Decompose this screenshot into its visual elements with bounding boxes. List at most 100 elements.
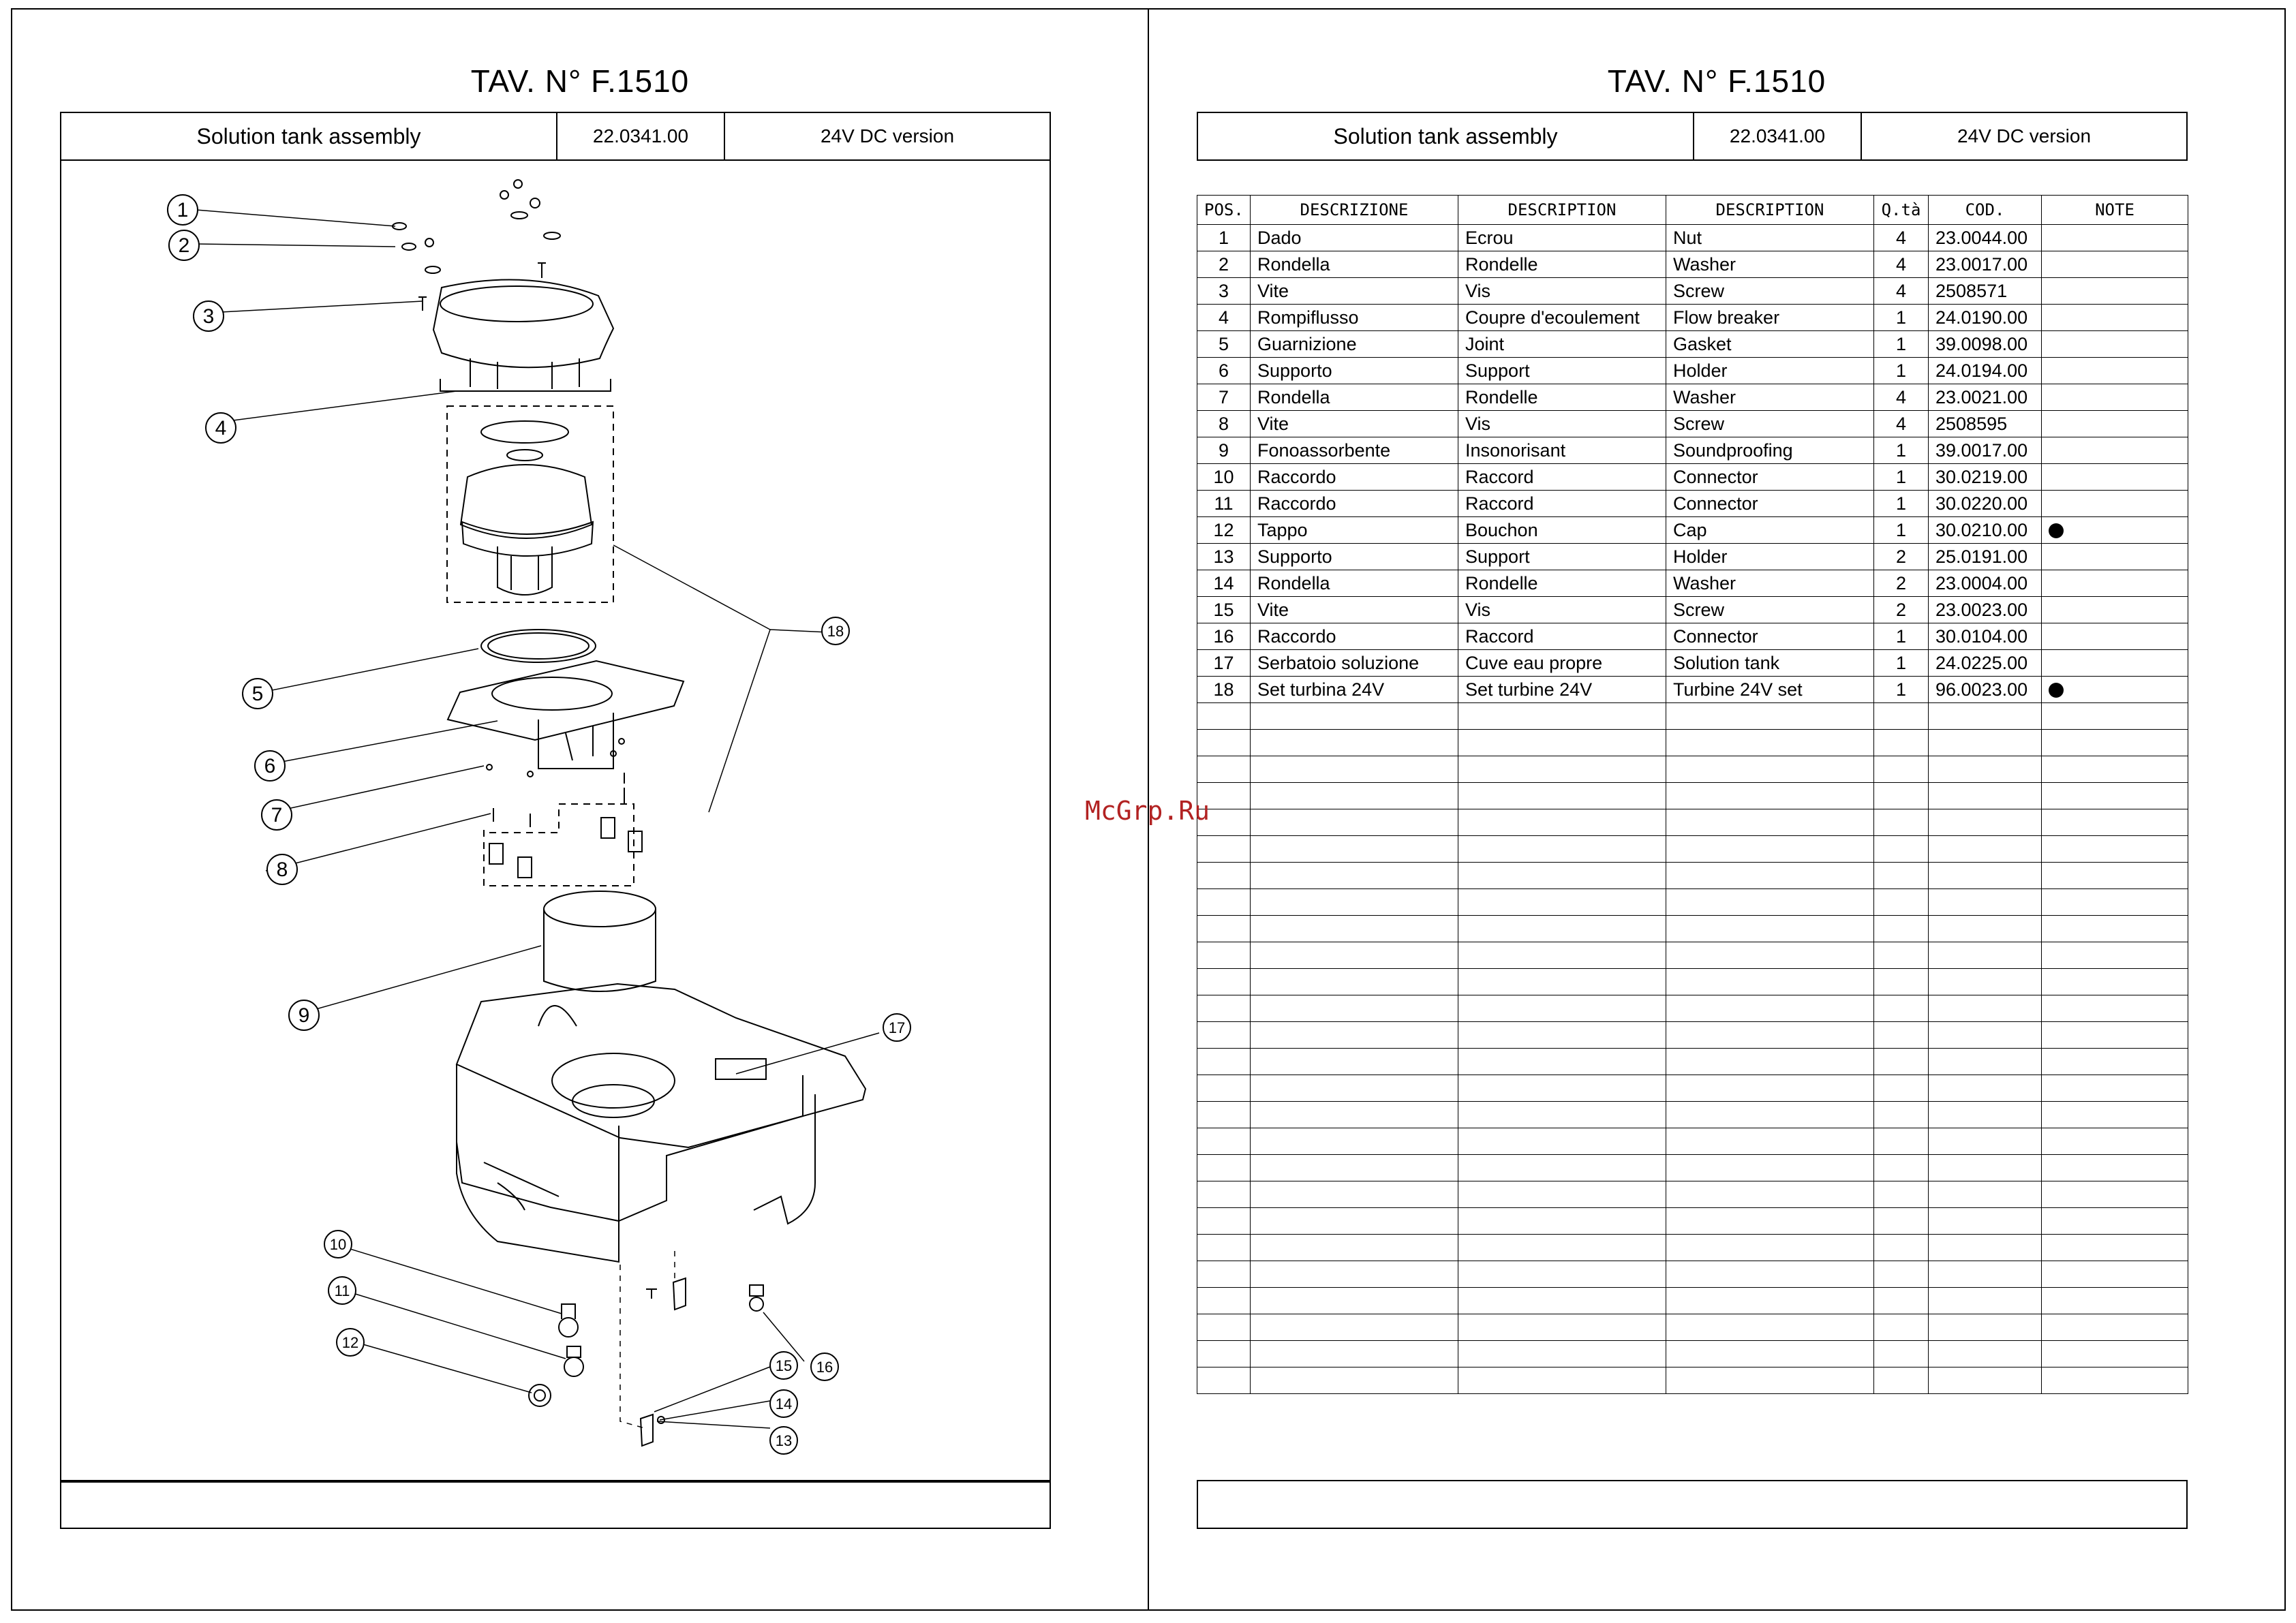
cell-descr-fr: Support [1458, 357, 1666, 384]
holder-plate-shape [446, 660, 685, 769]
empty-cell [1197, 942, 1251, 969]
page-title: TAV. N° F.1510 [1607, 63, 1826, 99]
cell-descr-en: Screw [1666, 277, 1874, 305]
cell-pos: 14 [1197, 570, 1251, 597]
empty-cell [1928, 915, 2042, 942]
col-descr-fr: DESCRIPTION [1458, 195, 1666, 225]
svg-text:7: 7 [271, 804, 283, 826]
cell-descr-it: Rondella [1250, 570, 1458, 597]
cell-note [2041, 437, 2188, 464]
empty-cell [1197, 1234, 1251, 1261]
empty-cell [1928, 1101, 2042, 1128]
cell-descr-en: Flow breaker [1666, 304, 1874, 331]
empty-cell [1873, 915, 1929, 942]
empty-table-row [1197, 1340, 2188, 1367]
cell-descr-fr: Rondelle [1458, 384, 1666, 411]
cell-code: 24.0190.00 [1928, 304, 2042, 331]
empty-cell [1666, 888, 1874, 916]
cell-note [2041, 463, 2188, 491]
empty-cell [1928, 1234, 2042, 1261]
col-qty: Q.tà [1873, 195, 1929, 225]
empty-table-row [1197, 1048, 2188, 1075]
cell-descr-en: Washer [1666, 384, 1874, 411]
cell-pos: 9 [1197, 437, 1251, 464]
callout-11: 11 [328, 1276, 356, 1305]
empty-cell [1928, 729, 2042, 756]
cell-descr-en: Connector [1666, 623, 1874, 650]
empty-cell [1666, 756, 1874, 783]
empty-cell [1250, 995, 1458, 1022]
cell-descr-fr: Cuve eau propre [1458, 649, 1666, 677]
callout-14: 14 [769, 1389, 798, 1418]
cell-pos: 7 [1197, 384, 1251, 411]
svg-text:14: 14 [776, 1395, 792, 1412]
cell-note [2041, 224, 2188, 251]
empty-table-row [1197, 835, 2188, 863]
cell-descr-it: Supporto [1250, 357, 1458, 384]
solution-tank-shape [455, 983, 867, 1263]
empty-cell [2041, 1128, 2188, 1155]
empty-cell [2041, 942, 2188, 969]
empty-cell [1197, 835, 1251, 863]
cell-descr-it: Fonoassorbente [1250, 437, 1458, 464]
callout-5: 5 [242, 678, 273, 709]
cell-descr-en: Washer [1666, 570, 1874, 597]
empty-cell [1666, 1181, 1874, 1208]
svg-text:13: 13 [776, 1432, 792, 1449]
cell-note [2041, 623, 2188, 650]
empty-cell [2041, 968, 2188, 995]
empty-cell [1873, 835, 1929, 863]
empty-cell [2041, 915, 2188, 942]
assembly-version: 24V DC version [820, 125, 955, 146]
callout-2: 2 [168, 230, 200, 261]
empty-table-row [1197, 968, 2188, 995]
watermark: McGrp.Ru [1085, 796, 1210, 826]
empty-cell [1928, 1154, 2042, 1181]
cell-code: 23.0044.00 [1928, 224, 2042, 251]
cell-descr-it: Rompiflusso [1250, 304, 1458, 331]
empty-cell [1458, 1287, 1666, 1314]
cell-code: 30.0210.00 [1928, 516, 2042, 544]
cell-qty: 1 [1873, 623, 1929, 650]
empty-cell [1458, 1340, 1666, 1367]
empty-cell [1873, 1021, 1929, 1049]
cell-descr-it: Rondella [1250, 251, 1458, 278]
empty-cell [1666, 995, 1874, 1022]
cell-descr-it: Vite [1250, 410, 1458, 437]
empty-cell [1458, 756, 1666, 783]
cell-qty: 2 [1873, 596, 1929, 623]
empty-cell [2041, 809, 2188, 836]
empty-cell [1873, 1181, 1929, 1208]
empty-cell [1928, 756, 2042, 783]
empty-cell [2041, 756, 2188, 783]
svg-text:4: 4 [215, 417, 227, 439]
empty-cell [1666, 1234, 1874, 1261]
empty-cell [1197, 1314, 1251, 1341]
empty-cell [1197, 1340, 1251, 1367]
col-descr-it: DESCRIZIONE [1250, 195, 1458, 225]
empty-cell [1928, 1340, 2042, 1367]
svg-text:3: 3 [203, 305, 215, 328]
empty-cell [1458, 835, 1666, 863]
empty-cell [2041, 1261, 2188, 1288]
empty-cell [1928, 702, 2042, 730]
empty-cell [1250, 1154, 1458, 1181]
empty-cell [1928, 1181, 2042, 1208]
cell-descr-fr: Rondelle [1458, 570, 1666, 597]
empty-cell [1928, 835, 2042, 863]
cell-qty: 1 [1873, 437, 1929, 464]
empty-cell [1197, 756, 1251, 783]
empty-cell [1250, 1181, 1458, 1208]
empty-table-row [1197, 1075, 2188, 1102]
empty-table-row [1197, 782, 2188, 809]
empty-cell [2041, 1181, 2188, 1208]
cell-descr-en: Nut [1666, 224, 1874, 251]
cell-descr-it: Tappo [1250, 516, 1458, 544]
cell-code: 96.0023.00 [1928, 676, 2042, 703]
empty-cell [1250, 1101, 1458, 1128]
empty-cell [1197, 1128, 1251, 1155]
empty-table-row [1197, 862, 2188, 889]
cell-pos: 3 [1197, 277, 1251, 305]
cell-pos: 6 [1197, 357, 1251, 384]
